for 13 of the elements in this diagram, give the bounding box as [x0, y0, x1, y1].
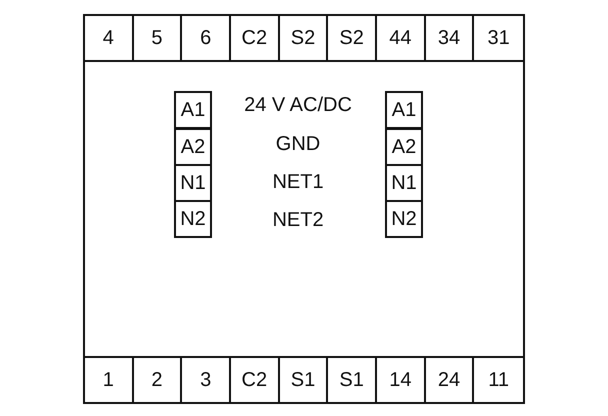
terminal-function-label: NET2 — [272, 209, 324, 232]
terminal: N1 — [385, 164, 423, 202]
terminal-function-label: GND — [276, 133, 320, 156]
terminal: N2 — [174, 200, 212, 238]
terminal-function-label: 24 V AC/DC — [244, 94, 352, 117]
module-housing — [83, 14, 525, 404]
terminal: A1 — [385, 91, 423, 129]
terminal: A2 — [385, 128, 423, 166]
terminal: A2 — [174, 128, 212, 166]
terminal: N1 — [174, 164, 212, 202]
terminal: A1 — [174, 91, 212, 129]
terminal: N2 — [385, 200, 423, 238]
terminal-function-label: NET1 — [272, 171, 324, 194]
